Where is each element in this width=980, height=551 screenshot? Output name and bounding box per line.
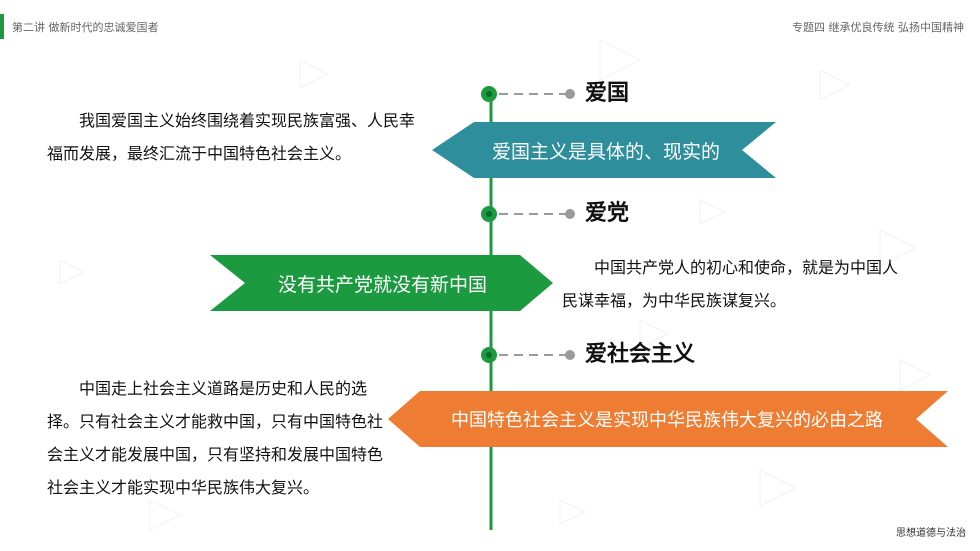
banner-text-1: 爱国主义是具体的、现实的 (491, 140, 720, 163)
node-label-1: 爱国 (585, 81, 630, 106)
paragraph-3-text: 中国走上社会主义道路是历史和人民的选择。只有社会主义才能救中国，只有中国特色社会… (47, 379, 384, 497)
header-left-title: 第二讲 做新时代的忠诚爱国者 (12, 21, 159, 34)
banner-shape-2 (210, 255, 553, 311)
node-label-3: 爱社会主义 (585, 342, 696, 367)
paragraph-3: 中国走上社会主义道路是历史和人民的选择。只有社会主义才能救中国，只有中国特色社会… (47, 372, 387, 504)
timeline-node-3 (481, 347, 575, 363)
banner-shape-3 (388, 391, 948, 447)
banner-text-3: 中国特色社会主义是实现中华民族伟大复兴的必由之路 (451, 410, 883, 431)
paragraph-1-text: 我国爱国主义始终围绕着实现民族富强、人民幸福而发展，最终汇流于中国特色社会主义。 (47, 111, 416, 163)
node-label-2: 爱党 (585, 201, 630, 226)
header-accent-bar (0, 14, 4, 39)
timeline-node-1 (481, 86, 575, 102)
timeline-node-2 (481, 206, 575, 222)
header-right-title: 专题四 继承优良传统 弘扬中国精神 (792, 21, 964, 34)
banner-text-2: 没有共产党就没有新中国 (277, 273, 487, 296)
paragraph-1: 我国爱国主义始终围绕着实现民族富强、人民幸福而发展，最终汇流于中国特色社会主义。 (47, 104, 415, 170)
banner-shape-1 (432, 122, 776, 178)
paragraph-2-text: 中国共产党人的初心和使命，就是为中国人民谋幸福，为中华民族谋复兴。 (562, 258, 899, 310)
paragraph-2: 中国共产党人的初心和使命，就是为中国人民谋幸福，为中华民族谋复兴。 (562, 251, 898, 317)
footer-label: 思想道德与法治 (896, 528, 966, 539)
